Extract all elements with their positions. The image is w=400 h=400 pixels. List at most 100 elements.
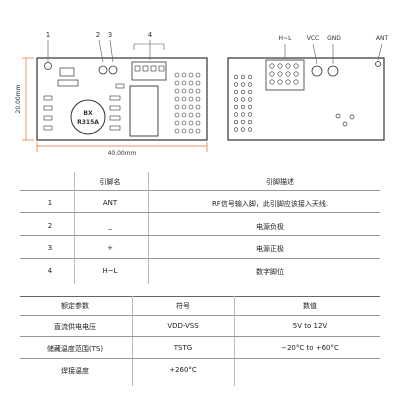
param-header-divider [20,315,380,316]
pin-table-col-divider-1 [74,172,75,284]
solder-pad [240,127,246,132]
header-pad [293,63,299,69]
solder-pad [195,80,201,86]
solder-pad [195,88,201,94]
pin-number-2: 2 [96,31,100,39]
solder-pad [233,127,239,132]
solder-pad [240,104,246,110]
back-label-hl: H~L [279,35,293,42]
chip-label-bx: BX [83,110,93,117]
solder-pad [174,120,180,126]
width-dimension: 40.00mm [108,150,137,157]
solder-pad [240,119,246,125]
solder-pad [233,89,239,95]
solder-pad [247,104,253,110]
param-row-1-param: 直流供电电压 [54,323,96,331]
solder-pad [247,119,253,125]
param-row-divider [20,358,380,359]
solder-pad [240,74,246,80]
solder-pad [181,80,187,86]
solder-pad [195,120,201,126]
param-row-divider [20,336,380,337]
param-header-symbol: 符号 [176,302,190,310]
param-row-2-symbol: TSTG [173,344,193,352]
header-pad [293,71,299,77]
height-dimension: 20.00mm [15,84,22,113]
header-pin [134,65,141,72]
pin-number-1: 1 [46,31,50,39]
pin-row-divider [20,235,380,236]
solder-pad [188,72,194,78]
solder-pad [240,82,246,87]
pin-row-3-name: + [107,244,113,252]
header-pin [150,65,157,72]
solder-pad [195,104,201,110]
solder-pad [233,112,239,117]
header-pad [277,71,283,77]
pin-row-3-num: 3 [47,244,53,252]
solder-pad [240,89,246,95]
header-pin [142,65,149,72]
param-row-2-value: −20°C to +60°C [281,344,339,352]
param-row-3-param: 焊接温度 [61,367,89,375]
back-label-gnd: GND [327,35,341,42]
solder-pad [174,88,180,94]
solder-pad [188,96,194,102]
solder-pad [188,88,194,94]
solder-pad [247,97,253,102]
solder-pad [195,96,201,102]
header-pad [285,79,291,85]
header-pad [277,79,283,85]
param-row-3-symbol: +260°C [169,366,197,374]
solder-pad [247,82,253,87]
header-pad [269,63,275,69]
pin-row-divider [20,212,380,213]
pin-row-1-desc: RF信号输入脚，此引脚应该接入天线. [211,200,329,208]
solder-pad [247,127,253,132]
solder-pad [233,74,239,80]
solder-pad [188,128,194,134]
param-header-value: 数值 [303,302,317,310]
solder-pad [181,112,187,118]
param-col-divider-2 [234,296,235,386]
header-pad [285,63,291,69]
header-pin [158,65,165,72]
back-label-vcc: VCC [307,35,319,42]
solder-pad [188,104,194,110]
pin-row-1-name: ANT [102,199,118,207]
param-row-2-param: 储藏温度范围(TS) [46,345,104,353]
solder-pad [174,96,180,102]
solder-pad [174,72,180,78]
solder-pad [233,119,239,125]
front-board [36,39,208,141]
solder-pad [247,89,253,95]
header-pad [293,79,299,85]
header-pad [277,63,283,69]
solder-pad [174,128,180,134]
back-board [227,43,385,141]
pin-row-1-num: 1 [47,199,53,207]
dimension-lines [22,57,208,152]
pin-table-col-divider-2 [148,172,149,284]
pin-table-header-name: 引脚名 [99,178,121,186]
solder-pad [240,97,246,102]
pin-table-header-desc: 引脚描述 [266,178,294,186]
pin-row-2-name: _ [108,222,112,230]
pin-number-3: 3 [108,31,112,39]
pin-row-2-num: 2 [47,222,53,230]
solder-pad [240,112,246,117]
pin-table-divider [20,190,380,191]
pin-row-2-desc: 电源负极 [256,223,284,231]
solder-pad [181,128,187,134]
solder-pad [181,88,187,94]
chip-label-model: R315A [77,119,99,126]
header-pad [285,71,291,77]
solder-pad [174,112,180,118]
solder-pad [174,80,180,86]
solder-pad [195,128,201,134]
solder-pad [188,80,194,86]
solder-pad [188,120,194,126]
solder-pad [233,104,239,110]
param-row-1-symbol: VDD-VSS [167,322,199,330]
